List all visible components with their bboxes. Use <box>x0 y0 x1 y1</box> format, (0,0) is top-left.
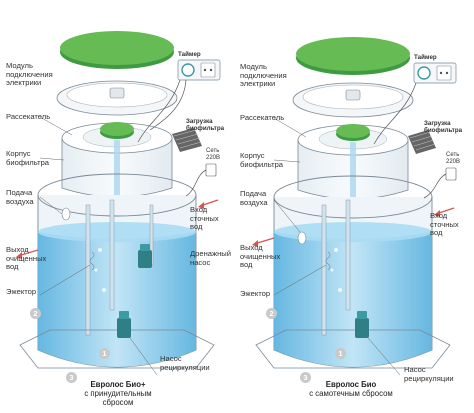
left-step-3: 3 <box>66 372 77 383</box>
right-label-ejector: Эжектор <box>240 289 271 298</box>
left-caption: Евролос Био+с принудительным сбросом <box>78 380 158 407</box>
right-label-distributor: Рассекатель <box>240 113 285 122</box>
left-leader-lines <box>39 116 158 376</box>
right-ejector <box>325 251 331 271</box>
right-unit <box>252 37 457 376</box>
left-label-air-supply: Подача воздуха <box>6 188 34 206</box>
right-caption-sub: с самотечным сбросом <box>309 389 393 398</box>
right-label-biofilter-body: Корпус биофильтра <box>240 151 284 169</box>
left-timer-box <box>177 59 221 81</box>
left-green-lid <box>60 31 174 69</box>
left-label-ejector: Эжектор <box>6 287 37 296</box>
left-drain-pump <box>138 244 152 268</box>
right-label-biofilter-load: Загрузка биофильтра <box>424 120 463 134</box>
right-label-socket: Сеть 220В <box>446 152 461 165</box>
right-step-1: 1 <box>335 348 346 359</box>
right-leader-lines <box>273 117 401 376</box>
left-label-module: Модуль подключения электрики <box>6 61 53 88</box>
left-arrow-wastewater-in <box>198 199 219 209</box>
left-label-wastewater-in: Вход сточных вод <box>190 205 219 232</box>
right-biofilter-mesh <box>408 130 436 154</box>
right-label-timer: Таймер <box>414 54 437 61</box>
left-recirc-pump <box>117 311 131 338</box>
left-label-clean-out: Выход очищенных вод <box>6 245 47 272</box>
left-caption-title: Евролос Био+ <box>90 380 146 389</box>
right-step-3: 3 <box>300 372 311 383</box>
left-label-biofilter-load: Загрузка биофильтра <box>186 118 225 132</box>
right-timer-box <box>413 62 457 84</box>
left-biofilter-mesh <box>172 128 202 152</box>
left-label-timer: Таймер <box>178 51 201 58</box>
left-label-socket: Сеть 220В <box>206 148 221 161</box>
left-ejector <box>89 251 95 271</box>
right-label-module: Модуль подключения электрики <box>240 62 287 89</box>
left-arrow-clean-out <box>16 249 39 259</box>
right-label-air-supply: Подача воздуха <box>240 189 268 207</box>
right-caption-title: Евролос Био <box>325 380 377 389</box>
right-label-clean-out: Выход очищенных вод <box>240 243 281 270</box>
left-label-drain-pump: Дренажный насос <box>190 249 231 267</box>
left-main-tank <box>19 173 215 369</box>
right-green-lid <box>296 37 410 75</box>
left-unit <box>16 31 221 376</box>
right-label-wastewater-in: Вход сточных вод <box>430 211 459 238</box>
right-main-tank <box>255 175 451 369</box>
left-step-1: 1 <box>99 348 110 359</box>
left-step-2: 2 <box>30 308 41 319</box>
right-label-recirc-pump: Насос рециркуляции <box>404 365 454 383</box>
left-caption-sub: с принудительным сбросом <box>84 389 152 407</box>
left-label-recirc-pump: Насос рециркуляции <box>160 354 210 372</box>
right-arrow-wastewater-in <box>434 207 455 217</box>
left-label-distributor: Рассекатель <box>6 112 51 121</box>
right-biofilter <box>297 124 409 200</box>
right-socket <box>423 167 457 199</box>
left-biofilter <box>61 122 173 198</box>
left-module-ring <box>56 80 178 116</box>
right-module-ring <box>292 82 414 118</box>
left-label-biofilter-body: Корпус биофильтра <box>6 149 50 167</box>
right-arrow-clean-out <box>252 237 275 247</box>
left-socket <box>185 163 217 197</box>
right-step-2: 2 <box>266 308 277 319</box>
right-recirc-pump <box>355 311 369 338</box>
